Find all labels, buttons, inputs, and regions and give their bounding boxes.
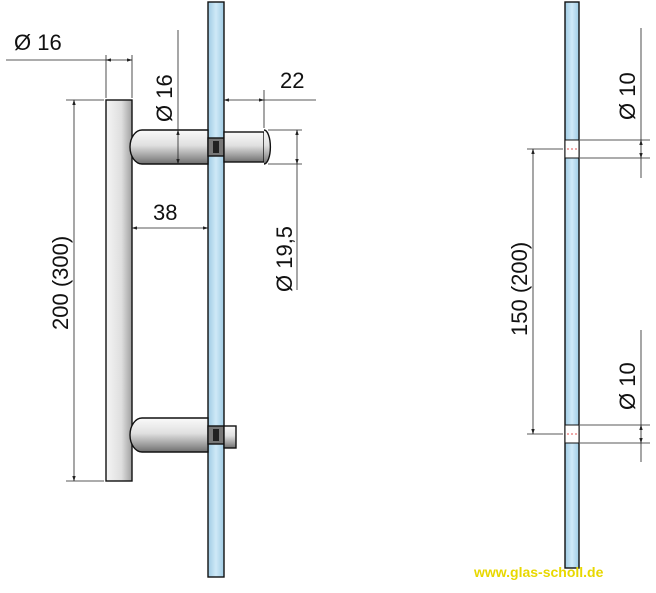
label-knob-length: 22: [280, 68, 304, 93]
label-hole-bottom: Ø 10: [615, 362, 640, 410]
dim-standoff-length: 38: [131, 200, 209, 230]
label-hole-spacing: 150 (200): [507, 242, 532, 336]
glass-panel-left: [207, 1, 225, 578]
bottom-standoff: [129, 417, 237, 453]
label-standoff-length: 38: [153, 200, 177, 225]
label-bar-diameter: Ø 16: [14, 30, 62, 55]
bottom-hole: [564, 424, 580, 444]
label-hole-top: Ø 10: [615, 72, 640, 120]
glass-hole-view: Ø 10 150 (200) Ø 10: [507, 1, 650, 569]
bottom-knob: [223, 425, 237, 449]
dim-handle-length: 200 (300): [48, 99, 104, 482]
dim-knob-diameter: Ø 19,5: [268, 129, 302, 292]
dim-hole-top: Ø 10: [580, 28, 650, 178]
top-knob: [223, 131, 265, 163]
watermark-text: www.glas-scholl.de: [473, 564, 604, 580]
label-handle-length: 200 (300): [48, 236, 73, 330]
handle-bar: [105, 99, 133, 482]
dim-knob-length: 22: [223, 68, 316, 128]
dim-hole-spacing: 150 (200): [507, 148, 563, 435]
dim-hole-bottom: Ø 10: [580, 330, 650, 462]
handle-side-view: Ø 16 Ø 16 22 Ø 19,5 38: [6, 1, 316, 578]
glass-panel-right: [564, 1, 580, 569]
dim-bar-diameter: Ø 16: [6, 30, 133, 98]
top-standoff: [129, 129, 272, 165]
top-hole: [564, 139, 580, 159]
dim-standoff-diameter: Ø 16: [152, 30, 180, 165]
label-standoff-diameter: Ø 16: [152, 74, 177, 122]
label-knob-diameter: Ø 19,5: [272, 226, 297, 292]
